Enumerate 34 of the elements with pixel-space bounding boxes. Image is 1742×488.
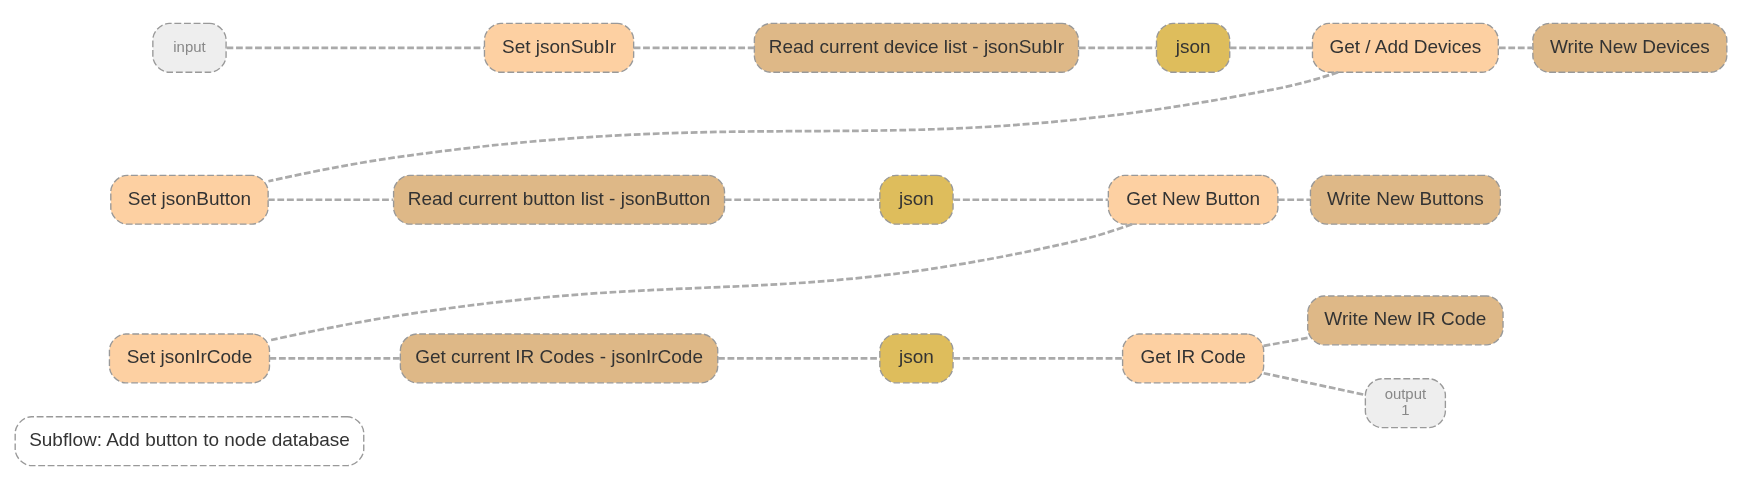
connector (724, 197, 880, 201)
node-box: Subflow: Add button to node database (14, 415, 365, 466)
node-box: Write New Buttons (1309, 174, 1501, 225)
connector (1277, 197, 1311, 201)
node-box: json (1155, 22, 1231, 73)
node-box: Read current device list - jsonSubIr (753, 22, 1080, 73)
connector (1263, 371, 1366, 396)
connector (953, 197, 1109, 201)
node-box: Read current button list - jsonButton (392, 174, 726, 225)
node-box: Get current IR Codes - jsonIrCode (399, 332, 719, 383)
connector (1498, 46, 1533, 49)
node-box: Get IR Code (1121, 332, 1265, 383)
node-box: input (152, 22, 227, 73)
connector (226, 46, 485, 49)
connector (268, 197, 394, 201)
node-box: json (879, 332, 954, 383)
connector (1263, 336, 1308, 347)
node-box: Write New IR Code (1307, 294, 1504, 346)
connector (953, 356, 1123, 360)
connector (633, 46, 755, 49)
node-box: json (879, 174, 954, 225)
connector (269, 356, 401, 360)
node-box: Write New Devices (1532, 22, 1728, 73)
node-box: Get / Add Devices (1311, 22, 1499, 73)
node-box: Set jsonIrCode (108, 332, 271, 383)
connector (269, 222, 1133, 342)
node-box: output 1 (1364, 377, 1447, 428)
connector (1078, 46, 1157, 49)
connector (1230, 46, 1313, 49)
connector (268, 70, 1339, 183)
node-box: Set jsonSubIr (483, 22, 635, 73)
connector (718, 356, 880, 360)
node-box: Set jsonButton (110, 174, 269, 225)
node-box: Get New Button (1107, 174, 1279, 225)
